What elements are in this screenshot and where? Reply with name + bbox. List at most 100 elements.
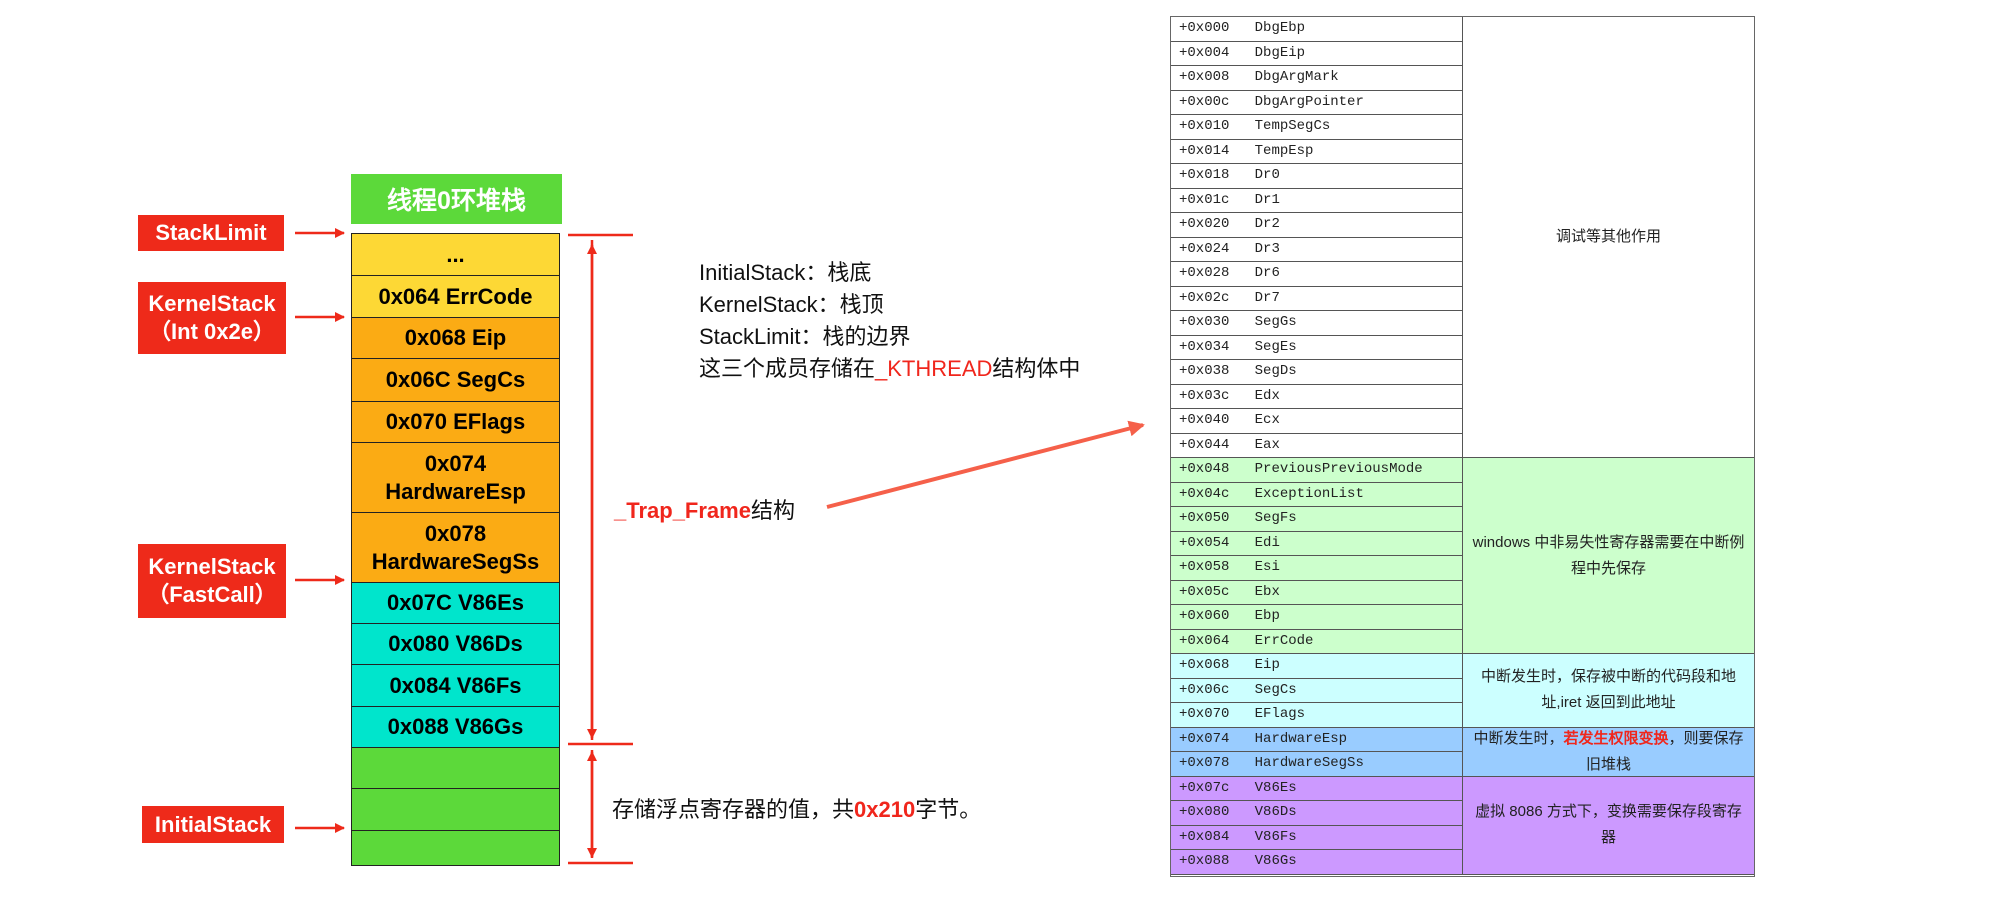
row-field: DbgArgPointer	[1254, 93, 1364, 110]
table-row: +0x030 SegGs	[1171, 311, 1463, 336]
kernelstack-fastcall-line1: KernelStack	[148, 554, 276, 579]
row-field: SegGs	[1254, 314, 1297, 330]
group-description-pre: 中断发生时，保存被中断的代码段和地址,iret 返回到此地址	[1480, 668, 1736, 712]
row-offset: +0x058	[1179, 559, 1230, 575]
stack-cell	[351, 747, 560, 788]
note-kthread-post: 结构体中	[992, 356, 1081, 381]
row-field: HardwareEsp	[1254, 730, 1348, 747]
stack-cell: 0x064 ErrCode	[351, 275, 560, 317]
stacklimit-label: StackLimit	[138, 215, 284, 251]
stack-cell-text: 0x088 V86Gs	[387, 714, 524, 739]
kernelstack-int-line2: （Int 0x2e）	[149, 319, 275, 344]
table-row: +0x050 SegFs	[1171, 507, 1463, 532]
note-kthread-red: _KTHREAD	[875, 356, 993, 381]
group-description-post: ，则要保存旧堆栈	[1585, 729, 1744, 773]
table-row: +0x058 Esi	[1171, 556, 1463, 581]
row-field: ErrCode	[1254, 632, 1314, 649]
row-offset: +0x014	[1179, 142, 1230, 159]
stack-cell-text: 0x064 ErrCode	[378, 283, 533, 309]
table-row: +0x038 SegDs	[1171, 360, 1463, 385]
stacklimit-label-text: StackLimit	[155, 220, 267, 245]
row-offset: +0x06c	[1179, 681, 1230, 698]
row-field: Edx	[1254, 387, 1280, 404]
table-row: +0x084 V86Fs	[1171, 825, 1463, 850]
fp-note: 存储浮点寄存器的值，共0x210字节。	[612, 794, 981, 826]
stack-cell: 0x084 V86Fs	[351, 664, 560, 706]
note-initialstack: InitialStack：栈底	[699, 260, 872, 285]
row-field: SegEs	[1254, 338, 1297, 355]
row-field: Ebp	[1254, 608, 1280, 624]
row-field: Dr2	[1254, 216, 1280, 232]
group-description: windows 中非易失性寄存器需要在中断例程中先保存	[1463, 458, 1754, 654]
stack-cell-text: 0x080 V86Ds	[388, 631, 523, 656]
table-row: +0x064 ErrCode	[1171, 629, 1463, 654]
stack-title: 线程0环堆栈	[351, 174, 562, 224]
kernelstack-fastcall-label: KernelStack （FastCall）	[138, 544, 286, 618]
stack-cell-text: HardwareEsp	[385, 478, 526, 504]
row-field: Eax	[1254, 436, 1280, 453]
row-field: Esi	[1254, 559, 1280, 575]
ktrap-frame-table: +0x000 DbgEbp+0x004 DbgEip+0x008 DbgArgM…	[1170, 16, 1755, 877]
fp-note-red: 0x210	[854, 797, 916, 822]
row-field: DbgArgMark	[1254, 69, 1339, 85]
table-row: +0x010 TempSegCs	[1171, 115, 1463, 140]
row-offset: +0x018	[1179, 167, 1230, 183]
table-row: +0x054 Edi	[1171, 531, 1463, 556]
table-row: +0x014 TempEsp	[1171, 139, 1463, 164]
row-offset: +0x070	[1179, 706, 1230, 722]
row-field: Dr6	[1254, 265, 1280, 281]
row-field: V86Es	[1254, 779, 1297, 796]
stack-cell: 0x068 Eip	[351, 317, 560, 358]
table-row: +0x080 V86Ds	[1171, 801, 1463, 826]
row-offset: +0x02c	[1179, 289, 1230, 306]
row-offset: +0x00c	[1179, 93, 1230, 110]
stack-cell-text: 0x074	[424, 450, 487, 476]
row-field: Ecx	[1254, 412, 1280, 428]
stack-cell-text: HardwareSegSs	[371, 548, 540, 574]
row-offset: +0x068	[1179, 657, 1230, 673]
row-offset: +0x01c	[1179, 191, 1230, 208]
table-row: +0x078 HardwareSegSs	[1171, 752, 1463, 777]
table-row: +0x06c SegCs	[1171, 678, 1463, 703]
row-offset: +0x048	[1179, 461, 1230, 477]
table-row: +0x000 DbgEbp	[1171, 17, 1463, 42]
trapframe-label-post: 结构	[750, 498, 795, 523]
row-field: V86Gs	[1254, 853, 1297, 869]
kernelstack-fastcall-line2: （FastCall）	[147, 582, 277, 607]
row-field: EFlags	[1254, 706, 1306, 722]
row-offset: +0x088	[1179, 853, 1230, 869]
group-description-pre: windows 中非易失性寄存器需要在中断例程中先保存	[1472, 533, 1745, 577]
note-stacklimit: StackLimit：栈的边界	[699, 324, 911, 349]
table-row: +0x07c V86Es	[1171, 776, 1463, 801]
stack-cell-text: 0x070 EFlags	[385, 409, 526, 434]
trapframe-pointer-arrow	[826, 420, 1145, 509]
table-row: +0x088 V86Gs	[1171, 850, 1463, 875]
row-offset: +0x060	[1179, 608, 1230, 624]
row-offset: +0x080	[1179, 804, 1230, 820]
stack-cell: ...	[351, 233, 560, 275]
row-field: Dr1	[1254, 191, 1280, 208]
row-offset: +0x050	[1179, 510, 1230, 526]
row-offset: +0x074	[1179, 730, 1230, 747]
trapframe-label: _Trap_Frame结构	[614, 495, 795, 527]
stack-cell: 0x080 V86Ds	[351, 623, 560, 664]
stack-cell	[351, 788, 560, 830]
group-description: 虚拟 8086 方式下，变换需要保存段寄存器	[1463, 776, 1754, 875]
row-field: Dr3	[1254, 240, 1280, 257]
group-description-pre: 中断发生时，	[1473, 729, 1564, 747]
row-offset: +0x038	[1179, 363, 1230, 379]
row-field: Dr7	[1254, 289, 1280, 306]
row-offset: +0x008	[1179, 69, 1230, 85]
note-kthread-pre: 这三个成员存储在	[699, 356, 876, 381]
table-row: +0x018 Dr0	[1171, 164, 1463, 189]
kernelstack-int-label: KernelStack（Int 0x2e）	[138, 282, 286, 354]
row-field: DbgEbp	[1254, 20, 1306, 36]
table-row: +0x00c DbgArgPointer	[1171, 90, 1463, 115]
row-offset: +0x07c	[1179, 779, 1230, 796]
stack-cell: 0x070 EFlags	[351, 401, 560, 442]
row-offset: +0x04c	[1179, 485, 1230, 502]
stack-cell: 0x06C SegCs	[351, 358, 560, 401]
row-field: SegDs	[1254, 363, 1297, 379]
